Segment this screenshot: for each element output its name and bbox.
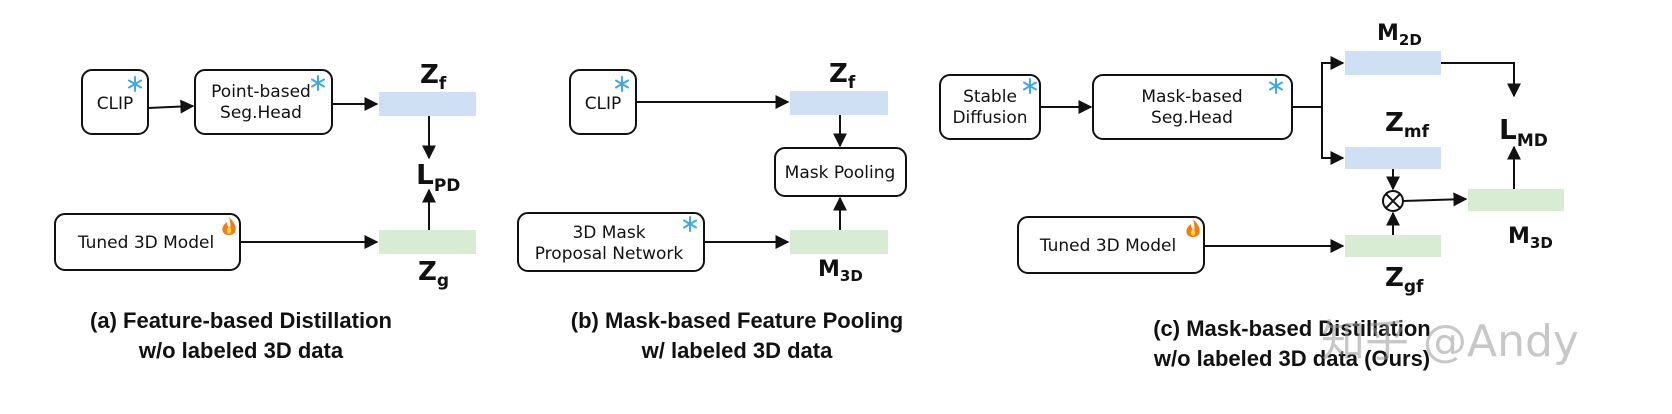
circled-times-icon	[1382, 190, 1404, 212]
m-3d-feature-bar-c	[1468, 189, 1564, 211]
z-mf-label: Zmf	[1385, 108, 1430, 142]
tuned-3d-model-box-a: Tuned 3D Model	[54, 213, 241, 271]
caption-a-line-1: (a) Feature-based Distillation	[90, 308, 392, 333]
z-mf-feature-bar	[1345, 147, 1441, 169]
clip-label-a: CLIP	[97, 94, 134, 114]
mask-seg-head-label-1: Mask-based	[1141, 87, 1242, 107]
tuned-3d-model-box-c: Tuned 3D Model	[1017, 216, 1205, 274]
clip-box-b: CLIP	[569, 69, 637, 135]
stable-diffusion-label-2: Diffusion	[952, 108, 1027, 128]
mask-seg-head-box: Mask-based Seg.Head	[1092, 74, 1293, 140]
mask-pooling-box: Mask Pooling	[774, 147, 907, 197]
m-3d-label-b: M3D	[818, 257, 863, 285]
z-f-label-b: Zf	[829, 59, 856, 93]
m-2d-feature-bar	[1345, 51, 1441, 75]
watermark: 知乎 @Andy	[1321, 316, 1579, 367]
z-f-feature-bar-b	[790, 91, 888, 115]
mask-seg-head-label-2: Seg.Head	[1151, 108, 1233, 128]
m-3d-label-c: M3D	[1508, 224, 1553, 252]
point-seg-head-box: Point-based Seg.Head	[194, 69, 333, 135]
caption-c-line-2: w/o labeled 3D data (Ours)	[1153, 346, 1430, 371]
caption-b-line-1: (b) Mask-based Feature Pooling	[571, 308, 904, 333]
z-gf-label: Zgf	[1385, 263, 1424, 297]
mask-proposal-network-box: 3D Mask Proposal Network	[517, 212, 705, 272]
mask-proposal-label-1: 3D Mask	[572, 223, 645, 243]
panel-c: Stable Diffusion Mask-based Seg.Head Tun…	[939, 21, 1564, 371]
caption-b-line-2: w/ labeled 3D data	[641, 338, 833, 363]
stable-diffusion-box: Stable Diffusion	[939, 74, 1041, 140]
z-gf-feature-bar	[1345, 235, 1441, 257]
caption-a-line-2: w/o labeled 3D data	[138, 338, 344, 363]
z-g-feature-bar	[379, 230, 476, 254]
clip-box-a: CLIP	[81, 69, 149, 135]
caption-c-line-1: (c) Mask-based Distillation	[1153, 316, 1431, 341]
z-f-label-a: Zf	[420, 60, 447, 94]
panel-a: CLIP Point-based Seg.Head Tuned 3D Model…	[54, 60, 476, 363]
mask-pooling-label: Mask Pooling	[785, 163, 896, 183]
z-g-label: Zg	[418, 257, 449, 291]
panel-b: CLIP Mask Pooling 3D Mask Proposal Netwo…	[517, 59, 907, 363]
z-f-feature-bar-a	[379, 92, 476, 116]
l-md-label: LMD	[1499, 113, 1548, 151]
m-3d-feature-bar-b	[790, 230, 888, 254]
tuned-3d-model-label-a: Tuned 3D Model	[77, 233, 214, 253]
stable-diffusion-label-1: Stable	[963, 87, 1017, 107]
tuned-3d-model-label-c: Tuned 3D Model	[1039, 236, 1176, 256]
mask-proposal-label-2: Proposal Network	[535, 244, 684, 264]
l-pd-label: LPD	[416, 158, 460, 196]
point-seg-head-label-1: Point-based	[211, 82, 311, 102]
m-2d-label: M2D	[1377, 21, 1422, 49]
clip-label-b: CLIP	[585, 94, 622, 114]
point-seg-head-label-2: Seg.Head	[220, 103, 302, 123]
